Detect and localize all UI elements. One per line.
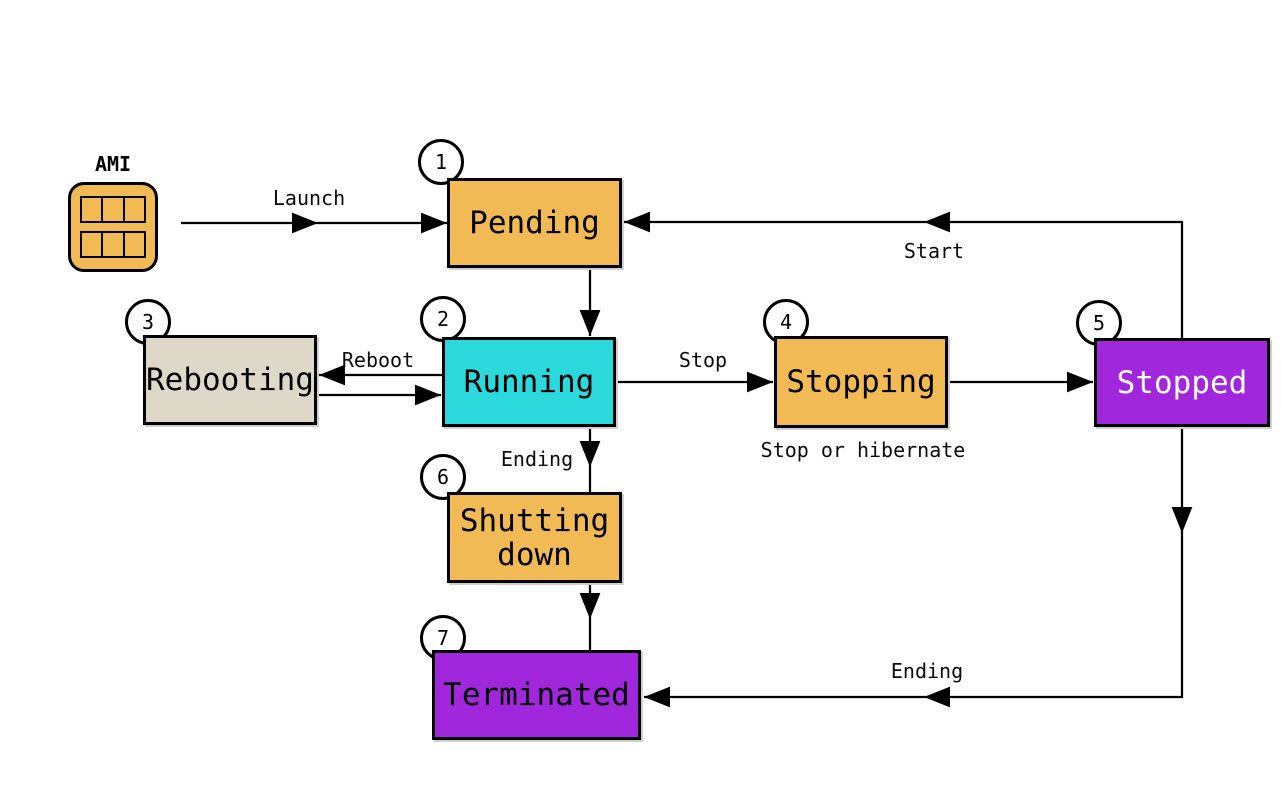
ami-label: AMI [94,152,132,176]
step-badge-1: 1 [418,139,464,185]
state-label: Running [463,364,595,400]
ami-grid-cell [122,196,146,223]
edge-label-stop: Stop [678,348,728,372]
ami-grid-cell [101,196,125,223]
ami-grid-cell [80,196,104,223]
edge-label-ending-to-shutting-down: Ending [500,447,574,471]
step-number: 6 [436,465,450,489]
state-label: Terminated [443,677,630,713]
edge-ending-trunk [924,533,1184,708]
step-number: 2 [436,307,450,331]
edge-label-start: Start [903,239,965,263]
step-number: 4 [779,310,793,334]
edge-start-trunk [924,211,1184,338]
state-label: Stopping [786,364,936,400]
ami-grid-row [80,196,146,223]
ami-grid-icon [68,182,158,272]
state-label: Stopped [1116,364,1248,401]
edge-label-launch: Launch [272,186,346,210]
state-label: Rebooting [146,362,314,398]
step-badge-2: 2 [420,296,466,342]
state-box-terminated: Terminated [432,650,641,740]
step-number: 5 [1092,311,1106,335]
state-label: Shutting down [459,502,610,573]
ami-grid-cell [80,231,104,258]
ami-grid-cell [122,231,146,258]
state-label: Pending [469,205,600,241]
step-number: 3 [141,310,155,334]
state-box-shutting-down: Shutting down [447,492,622,583]
state-box-pending: Pending [447,178,622,268]
state-box-rebooting: Rebooting [143,335,317,425]
state-box-running: Running [442,337,616,427]
state-box-stopped: Stopped [1094,338,1270,427]
edge-label-ending-to-terminated: Ending [890,659,964,683]
ami-grid-row [80,231,146,258]
step-number: 7 [436,626,450,650]
state-box-stopping: Stopping [774,336,948,428]
step-number: 1 [434,150,448,174]
edge-label-stop-or-hibernate: Stop or hibernate [760,438,966,462]
edge-label-reboot: Reboot [341,348,415,372]
ami-grid-cell [101,231,125,258]
